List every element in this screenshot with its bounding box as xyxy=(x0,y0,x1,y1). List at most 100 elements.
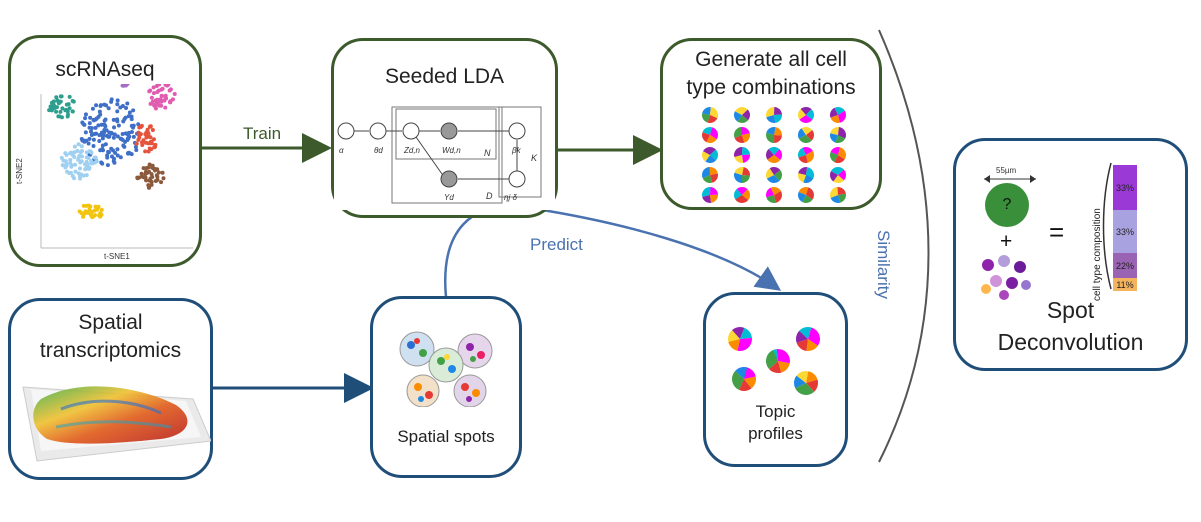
pie-slice xyxy=(742,147,750,155)
tsne-point xyxy=(79,154,84,159)
tsne-point xyxy=(163,96,168,101)
tsne-point xyxy=(47,108,52,113)
tsne-point xyxy=(115,109,120,114)
tsne-point xyxy=(72,176,77,181)
tsne-point xyxy=(83,116,88,121)
tsne-point xyxy=(147,124,152,129)
tsne-point xyxy=(134,148,139,153)
pie-slice xyxy=(710,107,718,119)
tsne-point xyxy=(87,121,92,126)
tsne-point xyxy=(90,161,95,166)
tsne-point xyxy=(93,125,98,130)
plate-label-d: D xyxy=(486,191,493,201)
tsne-point xyxy=(149,179,154,184)
tsne-point xyxy=(115,102,120,107)
tsne-point xyxy=(153,142,158,147)
pie-slice xyxy=(770,187,781,195)
pie-slice xyxy=(796,339,808,351)
tsne-point xyxy=(86,141,91,146)
pie-slice xyxy=(766,350,778,370)
pie-slice xyxy=(774,191,782,203)
pie-slice xyxy=(774,135,782,143)
tsne-point xyxy=(168,100,173,105)
tsne-point xyxy=(84,150,89,155)
pie-slice xyxy=(766,195,776,203)
tsne-point xyxy=(115,134,120,139)
tsne-point xyxy=(57,114,62,119)
pie-slice xyxy=(838,193,846,203)
tsne-point xyxy=(67,106,72,111)
tsne-point xyxy=(68,170,73,175)
tsne-point xyxy=(73,169,78,174)
tsne-point xyxy=(77,166,82,171)
topics-title-line2: profiles xyxy=(748,424,803,443)
tsne-point xyxy=(129,130,134,135)
scrnaseq-box: scRNAseq t-SNE1 t-SNE2 xyxy=(8,35,202,267)
tsne-point xyxy=(116,123,121,128)
pie-slice xyxy=(774,107,782,115)
tsne-point xyxy=(148,176,153,181)
tsne-point xyxy=(111,117,116,122)
pie-slice xyxy=(798,135,812,143)
tsne-point xyxy=(159,93,164,98)
tsne-point xyxy=(152,102,157,107)
tsne-point xyxy=(84,159,89,164)
tsne-point xyxy=(80,120,85,125)
tsne-point xyxy=(82,139,87,144)
tsne-point xyxy=(76,171,81,176)
pie-slice xyxy=(774,114,782,123)
tsne-point xyxy=(104,103,109,108)
tsne-point xyxy=(96,123,101,128)
pie-slice xyxy=(798,109,806,122)
pie-slice xyxy=(740,327,752,339)
tsne-point xyxy=(76,156,81,161)
pie-slice xyxy=(734,135,745,143)
pie-slice xyxy=(798,128,806,139)
tsne-point xyxy=(97,139,102,144)
pie-slice xyxy=(734,127,742,139)
tsne-point xyxy=(88,115,93,120)
tsne-point xyxy=(72,144,77,149)
pie-slice xyxy=(806,109,814,120)
pie-slice xyxy=(802,147,813,155)
tsne-point xyxy=(63,165,68,170)
tsne-point xyxy=(81,203,86,208)
tsne-point xyxy=(68,157,73,162)
tsne-point xyxy=(100,136,105,141)
tsne-point xyxy=(147,162,152,167)
tsne-point xyxy=(66,102,71,107)
tsne-point xyxy=(73,162,78,167)
lda-plate-diagram-icon: α θd Zd,n Wd,n Yd βk ηj δ xyxy=(334,105,555,210)
pie-slice xyxy=(735,195,749,203)
tsne-point xyxy=(125,101,130,106)
predict-label: Predict xyxy=(530,235,583,254)
composition-segment: 33% xyxy=(1113,210,1137,254)
deconv-title-line2: Deconvolution xyxy=(997,329,1144,355)
tsne-point xyxy=(138,132,143,137)
tsne-point xyxy=(148,88,153,93)
tsne-point xyxy=(93,155,98,160)
tsne-point xyxy=(83,112,88,117)
tsne-point xyxy=(131,123,136,128)
tsne-point xyxy=(70,99,75,104)
pie-slice xyxy=(702,107,711,115)
pie-slice xyxy=(742,133,750,143)
tsne-point xyxy=(135,175,140,180)
tsne-point xyxy=(88,204,93,209)
tsne-point xyxy=(168,87,173,92)
tsne-point xyxy=(137,135,142,140)
pie-slice xyxy=(737,115,749,123)
tsne-point xyxy=(94,103,99,108)
tsne-point xyxy=(151,91,156,96)
tsne-point xyxy=(155,90,160,95)
pie-slice xyxy=(830,170,838,182)
tsne-point xyxy=(100,133,105,138)
tsne-point xyxy=(155,177,160,182)
tsne-point xyxy=(148,101,153,106)
tsne-point xyxy=(141,138,146,143)
pie-slice xyxy=(806,339,818,351)
tsne-point xyxy=(111,135,116,140)
svg-text:βk: βk xyxy=(511,146,522,155)
svg-text:Wd,n: Wd,n xyxy=(442,146,461,155)
tsne-point xyxy=(131,108,136,113)
